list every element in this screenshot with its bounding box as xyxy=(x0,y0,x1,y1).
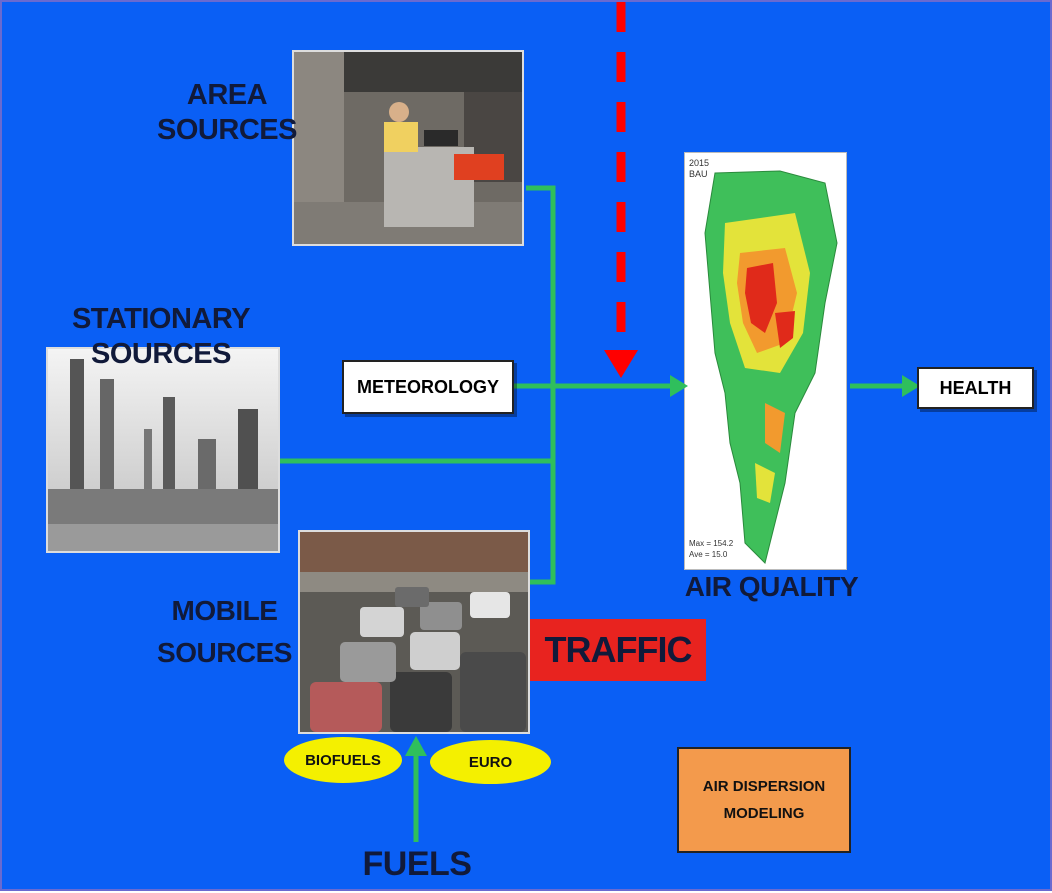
map-scenario: BAU xyxy=(689,169,708,179)
dashed-arrowhead xyxy=(604,350,638,378)
arrowhead-to-air-quality xyxy=(670,375,688,397)
area-sources-label: AREA SOURCES xyxy=(157,79,297,146)
area-sources-photo xyxy=(292,50,524,246)
fuels-label: FUELS xyxy=(362,845,472,883)
stationary-sources-label: STATIONARY SOURCES xyxy=(71,303,251,370)
traffic-box: TRAFFIC xyxy=(530,619,706,681)
mobile-sources-photo xyxy=(298,530,530,734)
map-year: 2015 xyxy=(689,158,710,168)
air-quality-label: AIR QUALITY xyxy=(684,571,859,602)
map-ave: Ave = 15.0 xyxy=(689,550,728,559)
biofuels-ellipse: BIOFUELS xyxy=(284,737,402,783)
air-dispersion-modeling-box: AIR DISPERSION MODELING xyxy=(677,747,851,853)
map-max: Max = 154.2 xyxy=(689,539,734,548)
meteorology-box: METEOROLOGY xyxy=(342,360,514,414)
arrowhead-to-health xyxy=(902,375,920,397)
air-quality-map: 2015 BAU Max = 154.2 Ave = 15.0 xyxy=(684,152,847,570)
health-box: HEALTH xyxy=(917,367,1034,409)
traffic-label: TRAFFIC xyxy=(544,629,693,670)
euro-ellipse: EURO xyxy=(430,740,551,784)
air-dispersion-modeling-label: AIR DISPERSION MODELING xyxy=(702,778,826,822)
stationary-sources-photo xyxy=(46,347,280,553)
mobile-sources-label: MOBILE SOURCES xyxy=(157,595,292,668)
fuels-arrowhead xyxy=(405,736,427,756)
